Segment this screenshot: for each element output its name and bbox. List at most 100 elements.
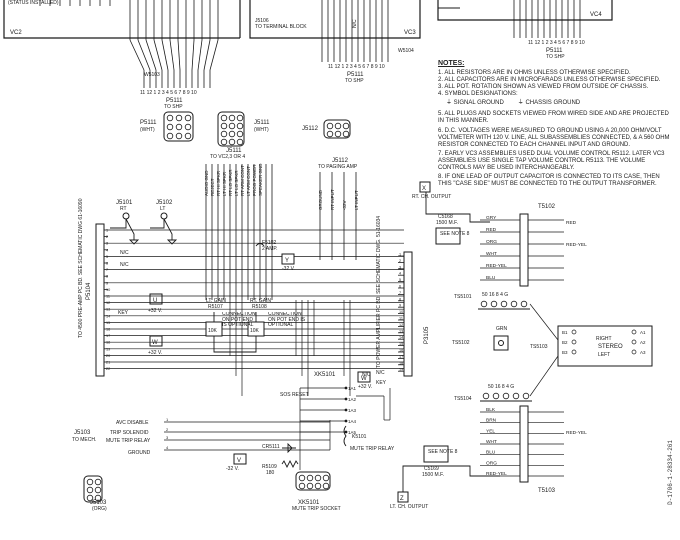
switch-terminal-label: B1 xyxy=(562,330,568,335)
mute-trip-relay-label: MUTE TRIP RELAY xyxy=(106,438,151,444)
nc-label-top: N/C xyxy=(352,19,358,28)
p3105-connector xyxy=(403,251,413,377)
left-section: J5101 RT J5102 LT P5104 TO 4500 PRE-AMP … xyxy=(78,198,178,377)
j5101-rt: RT xyxy=(120,206,127,212)
transformer-core xyxy=(519,405,529,483)
pin-number: 4 xyxy=(399,272,401,276)
ts5102-label: TS5102 xyxy=(452,340,470,346)
j5111-signal-label: AUDIO GND xyxy=(204,170,209,196)
terminal-screw xyxy=(482,392,490,400)
j5112-connector-face xyxy=(323,119,351,139)
j5111-signal-label: SPEAKER GND xyxy=(258,163,263,196)
connector-pin xyxy=(220,130,228,138)
ts5103-switch xyxy=(557,325,653,367)
connector-pin xyxy=(220,114,228,122)
pin-number: 2 xyxy=(166,427,169,432)
connector-pin xyxy=(298,482,306,490)
pin-number: 15 xyxy=(399,342,403,346)
connector-pin xyxy=(228,114,236,122)
pin-number: 17 xyxy=(399,355,403,359)
key-mid: KEY xyxy=(376,380,387,386)
pin-number: 14 xyxy=(399,336,403,340)
switch-terminal xyxy=(571,329,577,335)
notes-panel: NOTES: 1. ALL RESISTORS ARE IN OHMS UNLE… xyxy=(438,60,674,188)
p5104-connector xyxy=(95,223,105,377)
plus32-mid: +32 V. xyxy=(358,384,372,390)
relay-pin-label: 1A4 xyxy=(348,419,357,424)
z-output-label: LT. CH. OUTPUT xyxy=(390,504,428,510)
rt-gain-label: RT. GAIN xyxy=(250,298,271,304)
connector-pin xyxy=(342,122,350,130)
t5102-label: T5102 xyxy=(538,204,556,210)
note-8: 8. IF ONE LEAD OF OUTPUT CAPACITOR IS CO… xyxy=(438,174,660,187)
pin-number: 9 xyxy=(399,304,401,308)
u-box-label: U xyxy=(153,298,157,304)
mute-relay-label: MUTE TRIP RELAY xyxy=(350,446,395,452)
sos-reset-label: SOS RESET xyxy=(280,392,309,398)
connector-pin xyxy=(86,478,94,486)
j5112-signal-label: -32V xyxy=(342,200,347,210)
nc-left-1: N/C xyxy=(120,250,129,256)
relay-node xyxy=(344,397,348,401)
pin-number: 18 xyxy=(399,361,403,365)
wire-color-label: YEL xyxy=(486,428,495,434)
terminal-block-label: TO TERMINAL BLOCK xyxy=(255,24,307,30)
ts5101-label: TS5101 xyxy=(454,294,472,300)
pin-number: 16 xyxy=(106,328,110,332)
bundle-wire xyxy=(161,39,169,71)
note-6: 6. D.C. VOLTAGES WERE MEASURED TO GROUND… xyxy=(438,128,670,148)
j5103-org-label: J5103 xyxy=(90,500,107,506)
j5102-lt: LT xyxy=(160,206,165,212)
connector-pin xyxy=(236,130,244,138)
to-shp-label-3: TO SHP xyxy=(546,54,565,60)
switch-lead xyxy=(529,303,559,341)
connector-pin xyxy=(94,494,102,502)
r5109-value: 180 xyxy=(266,470,275,476)
w-box-volt: +32 V. xyxy=(148,350,162,356)
ground-label: GROUND xyxy=(128,450,151,456)
connector-pin xyxy=(166,132,174,140)
p3105-label: P3105 xyxy=(424,326,430,344)
pin-number: 3 xyxy=(106,242,108,246)
to-shp-label-1: TO SHP xyxy=(164,104,183,110)
connector-faces: P5111 (WHT) J5111 (WHT) J5112 J5111 TO V… xyxy=(140,111,358,170)
connector-pin xyxy=(326,122,334,130)
bundle-wire xyxy=(129,39,145,71)
pin-number: 16 xyxy=(399,349,403,353)
relay-node xyxy=(344,386,348,390)
bottom-left-section: J5103 TO MECH. AVC DISABLE TRIP SOLENOID… xyxy=(72,417,331,512)
x-output-label: RT. CH. OUTPUT xyxy=(412,194,451,200)
pin-number: 20 xyxy=(106,354,110,358)
note-3: 3. ALL POT. ROTATION SHOWN AS VIEWED FRO… xyxy=(438,84,649,90)
switch-terminal-label: A2 xyxy=(640,340,646,345)
chassis-ground-symbol: ⏚ CHASSIS GROUND xyxy=(517,100,581,106)
connector-pin xyxy=(228,130,236,138)
connector-pin xyxy=(306,482,314,490)
pin-number: 17 xyxy=(106,334,110,338)
t5103-label: T5103 xyxy=(538,488,556,494)
pin-number: 11 xyxy=(399,317,403,321)
connector-pin xyxy=(86,494,94,502)
pin-number: 7 xyxy=(399,291,401,295)
key-left: KEY xyxy=(118,310,129,316)
bundle-wire xyxy=(191,39,195,71)
j5111-wht-label: J5111 xyxy=(254,120,270,126)
relay-node xyxy=(344,419,348,423)
j5111-signal-label: REJECT xyxy=(210,178,215,196)
p5111-wht-label: P5111 xyxy=(140,120,157,126)
v-box xyxy=(233,453,247,465)
u-box-volt: +32 V. xyxy=(148,308,162,314)
note-4: 4. SYMBOL DESIGNATIONS: xyxy=(438,91,518,97)
j5112-section-label: J5112 xyxy=(332,158,349,164)
pin-number: 1 xyxy=(166,417,169,422)
pin-row-3: 11 12 1 2 3 4 5 6 7 8 9 10 xyxy=(528,40,585,46)
w-box-mid xyxy=(357,371,371,383)
wire-color-label: WHT xyxy=(486,251,497,257)
connector-pin xyxy=(184,123,192,131)
rt-pot-value: 10K xyxy=(250,328,260,334)
pin-number: 3 xyxy=(399,265,401,269)
y-box-top-volt: -32 V. xyxy=(282,266,295,272)
